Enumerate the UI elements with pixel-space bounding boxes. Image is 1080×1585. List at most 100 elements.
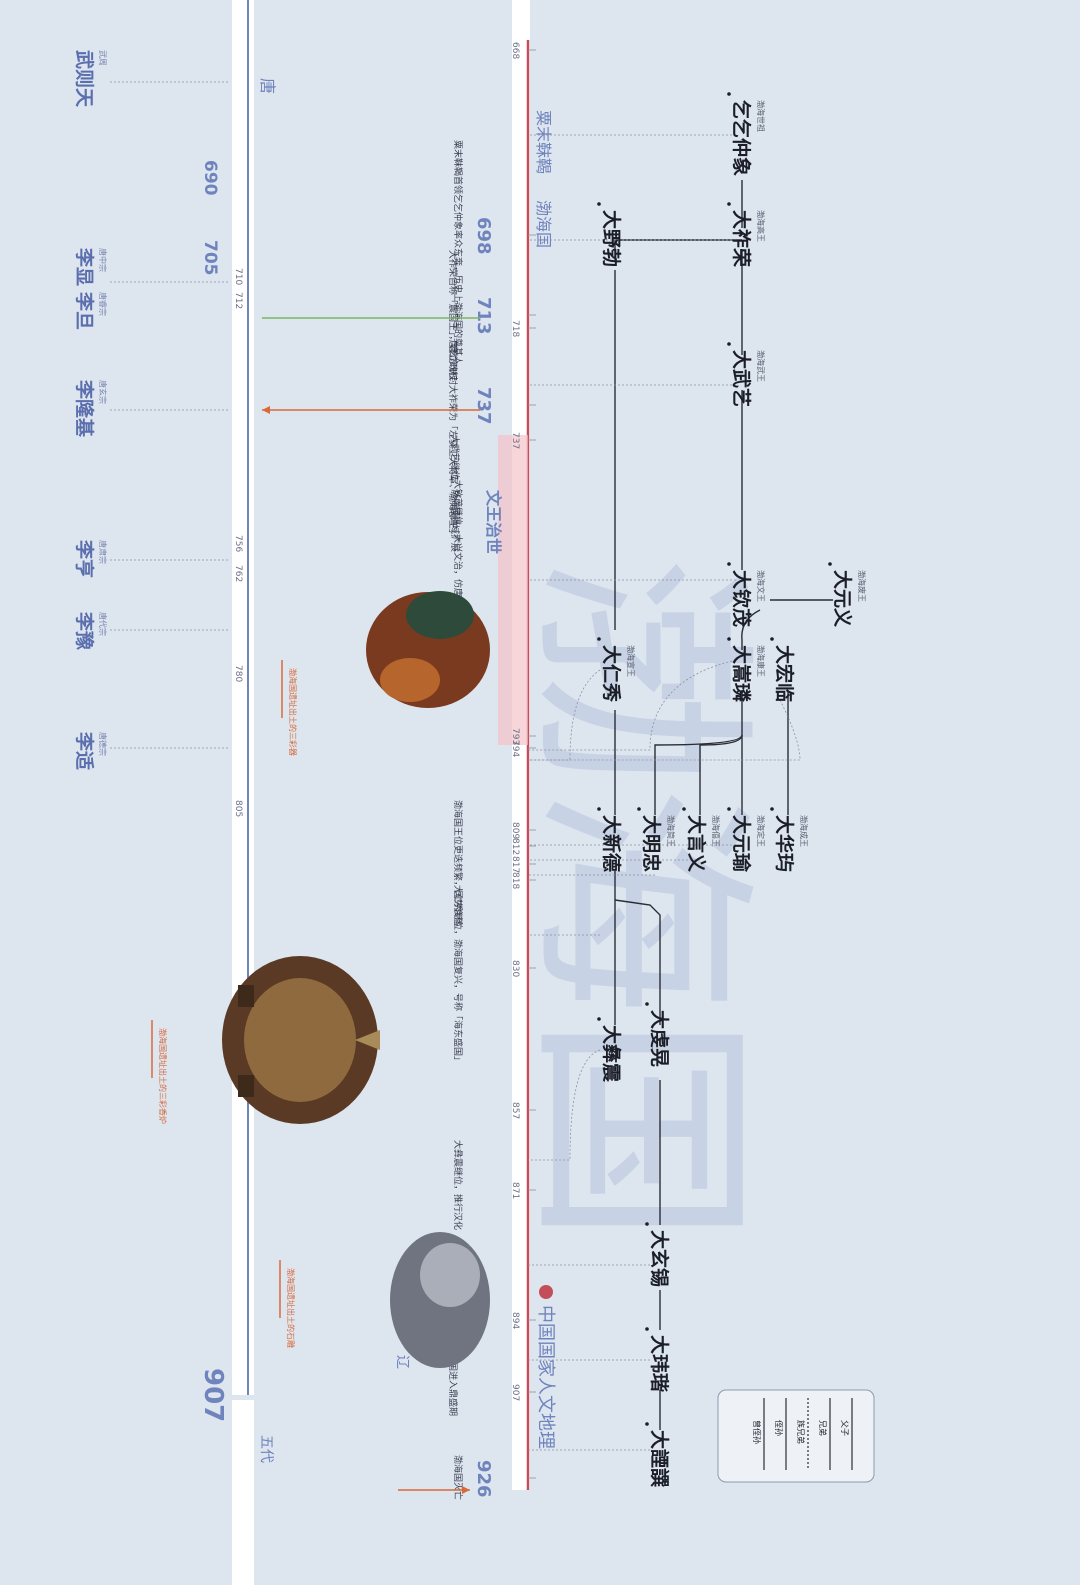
relic-caption: 渤海国遗址出土的三彩器 [288, 668, 298, 756]
legend-label: 曾侄孙 [752, 1420, 762, 1444]
relic-caption: 渤海国遗址出土的三彩香炉 [158, 1028, 168, 1124]
king-name: 大仁秀 [600, 645, 623, 703]
emperor-title: 唐玄宗 [98, 380, 108, 404]
tang-band [232, 0, 254, 1395]
year-label: 907 [510, 1384, 520, 1401]
legend-label: 族兄弟 [796, 1420, 806, 1444]
tang-emperors: 武则天武周李显唐中宗李旦唐睿宗李隆基唐玄宗李亨唐肃宗李豫唐代宗李适唐德宗 [73, 50, 108, 770]
king-title: 渤海废王 [857, 570, 867, 602]
emperor-name: 李适 [73, 731, 95, 770]
tang-year-label: 705 [200, 240, 220, 276]
king-node [645, 1002, 649, 1006]
king-name: 大嵩璘 [730, 645, 753, 702]
king-name: 大野勃 [600, 210, 623, 267]
wenwang-highlight [498, 435, 528, 745]
king-node [597, 637, 601, 641]
king-name: 大元瑜 [730, 815, 753, 873]
emperor-name: 李显 [73, 247, 95, 286]
year-label: 812 [510, 838, 520, 855]
year-label: 894 [510, 1312, 520, 1329]
watermark-calligraphy: 渤海国 [505, 555, 772, 1245]
king-name: 大玄锡 [648, 1230, 671, 1287]
king-name: 大玮瑎 [648, 1335, 671, 1392]
king-node [645, 1327, 649, 1331]
era-bohai: 渤海国 [534, 200, 553, 248]
king-node [727, 637, 731, 641]
king-node [727, 807, 731, 811]
king-title: 渤海武王 [756, 350, 766, 382]
emperor-title: 武周 [98, 50, 108, 66]
era-wenwang: 文王治世 [484, 490, 503, 554]
year-label: 713 [473, 297, 494, 335]
year-label: 926 [473, 1460, 494, 1498]
year-label: 830 [510, 960, 520, 977]
legend-label: 侄孙 [774, 1420, 784, 1436]
king-title: 渤海康王 [756, 645, 766, 677]
era-liao: 辽 [394, 1355, 410, 1369]
emperor-title: 唐德宗 [98, 732, 108, 756]
tang-year-label: 907 [198, 1368, 228, 1422]
event-note: 大仁秀继位，渤海国复兴，号称「海东盛国」 [452, 885, 464, 1065]
event-note: 粟末靺鞨首领乞乞仲象率众东奔，历史上渤海国的奠基人 [452, 140, 464, 365]
event-note: 渤海国王位更迭频繁，国势衰落 [452, 800, 464, 926]
king-node [597, 807, 601, 811]
king-name: 乞乞仲象 [730, 100, 753, 176]
year-label: 809 [510, 822, 520, 839]
king-node [727, 342, 731, 346]
king-node [637, 807, 641, 811]
emperor-title: 唐中宗 [98, 248, 108, 272]
year-label: 668 [510, 42, 520, 59]
king-name: 大言义 [685, 815, 708, 872]
king-node [645, 1422, 649, 1426]
king-node [645, 1222, 649, 1226]
year-label: 794 [510, 740, 520, 757]
king-node [597, 1017, 601, 1021]
tang-year-label: 780 [233, 665, 243, 682]
king-title: 渤海世祖 [756, 100, 766, 132]
tang-year-label: 690 [200, 160, 220, 196]
emperor-title: 唐代宗 [98, 612, 108, 636]
emperor-title: 唐肃宗 [98, 540, 108, 564]
year-label: 817 [510, 856, 520, 873]
emperor-name: 李旦 [73, 291, 95, 330]
king-title: 渤海高王 [756, 210, 766, 242]
king-node [828, 562, 832, 566]
relic-caption: 渤海国遗址出土的石雕 [286, 1268, 296, 1348]
king-name: 大彝震 [600, 1025, 623, 1083]
arrow-orange-end-head [462, 1486, 470, 1494]
dotted-connectors [110, 81, 801, 1451]
king-node [727, 202, 731, 206]
era-sumo: 粟末靺鞨 [534, 110, 553, 174]
king-title: 渤海文王 [756, 570, 766, 602]
king-title: 渤海宣王 [626, 645, 636, 677]
credit-logo [539, 1285, 553, 1299]
emperor-name: 李隆基 [73, 379, 96, 438]
era-wudai: 五代 [258, 1435, 274, 1463]
event-note: 大祚荣自称「震国王」，建立政权 [447, 250, 459, 381]
legend-label: 父子 [840, 1420, 849, 1436]
king-name: 大钦茂 [730, 570, 753, 627]
bohai-kings: 乞乞仲象渤海世祖大祚荣渤海高王大野勃大武艺渤海武王大钦茂渤海文王大元义渤海废王大… [597, 92, 867, 1487]
king-title: 渤海简王 [666, 815, 676, 847]
king-name: 大虔晃 [648, 1010, 671, 1067]
tang-year-label: 756 [233, 535, 243, 552]
king-node [770, 637, 774, 641]
king-node [727, 92, 731, 96]
relic-incense-burner [222, 956, 380, 1124]
king-name: 大新德 [600, 815, 623, 872]
arrow-orange-head [262, 406, 270, 414]
tang-year-label: 805 [233, 800, 243, 817]
era-tang: 唐 [258, 78, 277, 94]
king-name: 大元义 [831, 570, 854, 627]
emperor-name: 武则天 [73, 50, 95, 108]
credit-text: 中国国家人文地理 [535, 1305, 556, 1449]
tang-year-label: 762 [233, 565, 243, 582]
emperor-name: 李亨 [73, 539, 96, 578]
emperor-title: 唐睿宗 [98, 292, 108, 316]
tang-year-label: 710 [233, 268, 243, 285]
